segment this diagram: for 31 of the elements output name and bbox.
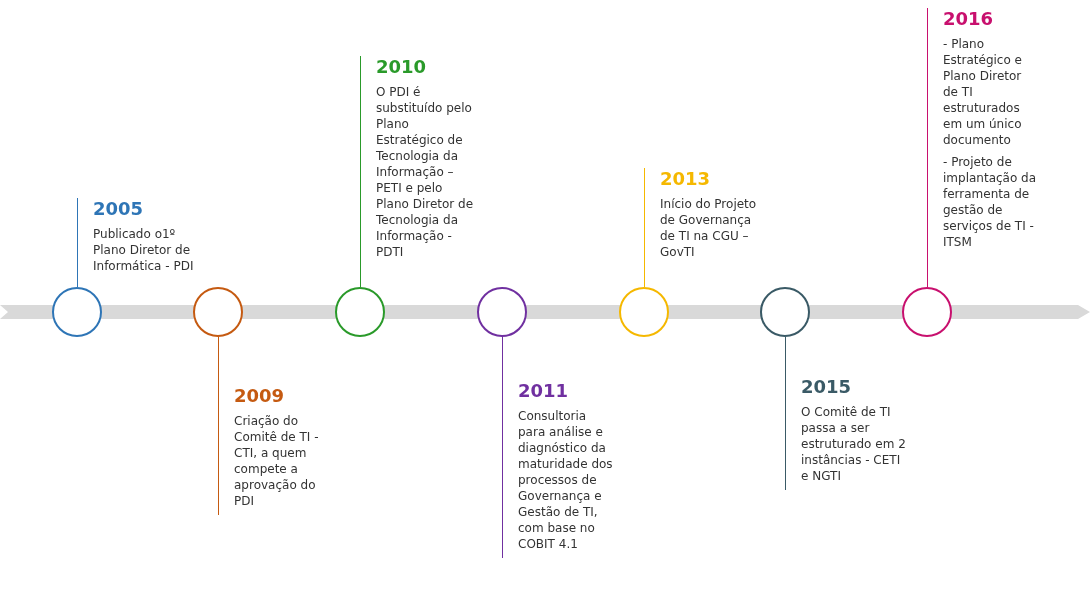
milestone-description: Consultoria para análise e diagnóstico da maturidade dos processos de Governança e Gestão de TI, com base no COBIT 4.1 (518, 408, 614, 552)
leader-line (360, 265, 361, 288)
milestone-description: O Comitê de TI passa a ser estruturado em 2 instâncias - CETI e NGTI (801, 404, 907, 484)
year-label: 2009 (234, 385, 286, 407)
milestone-circle (335, 287, 385, 337)
milestone-circle (619, 287, 669, 337)
leader-line (218, 336, 219, 386)
leader-line (644, 265, 645, 288)
year-label: 2015 (801, 376, 853, 398)
year-label: 2013 (660, 168, 712, 190)
year-label: 2016 (943, 8, 995, 30)
year-label: 2010 (376, 56, 428, 78)
leader-line (502, 336, 503, 381)
timeline-entry (360, 56, 475, 266)
milestone-circle (52, 287, 102, 337)
milestone-description: - Plano Estratégico e Plano Diretor de TI estruturados em um único documento (943, 36, 1023, 148)
milestone-description: O PDI é substituído pelo Plano Estratégico de Tecnologia da Informação – PETI e pelo Plano Diretor de Tecnologia da Informação - PDTI (376, 84, 475, 260)
leader-line (785, 336, 786, 377)
milestone-circle (760, 287, 810, 337)
year-label: 2011 (518, 380, 570, 402)
leader-line (77, 279, 78, 288)
milestone-circle (477, 287, 527, 337)
milestone-description: - Projeto de implantação da ferramenta de gestão de serviços de TI - ITSM (943, 154, 1037, 250)
leader-line (927, 255, 928, 288)
year-label: 2005 (93, 198, 145, 220)
milestone-description: Publicado o1º Plano Diretor de Informática - PDI (93, 226, 195, 274)
milestone-circle (193, 287, 243, 337)
milestone-description: Início do Projeto de Governança de TI na CGU – GovTI (660, 196, 758, 260)
milestone-description: Criação do Comitê de TI - CTI, a quem compete a aprovação do PDI (234, 413, 320, 509)
milestone-circle (902, 287, 952, 337)
timeline-entry (927, 8, 1037, 256)
